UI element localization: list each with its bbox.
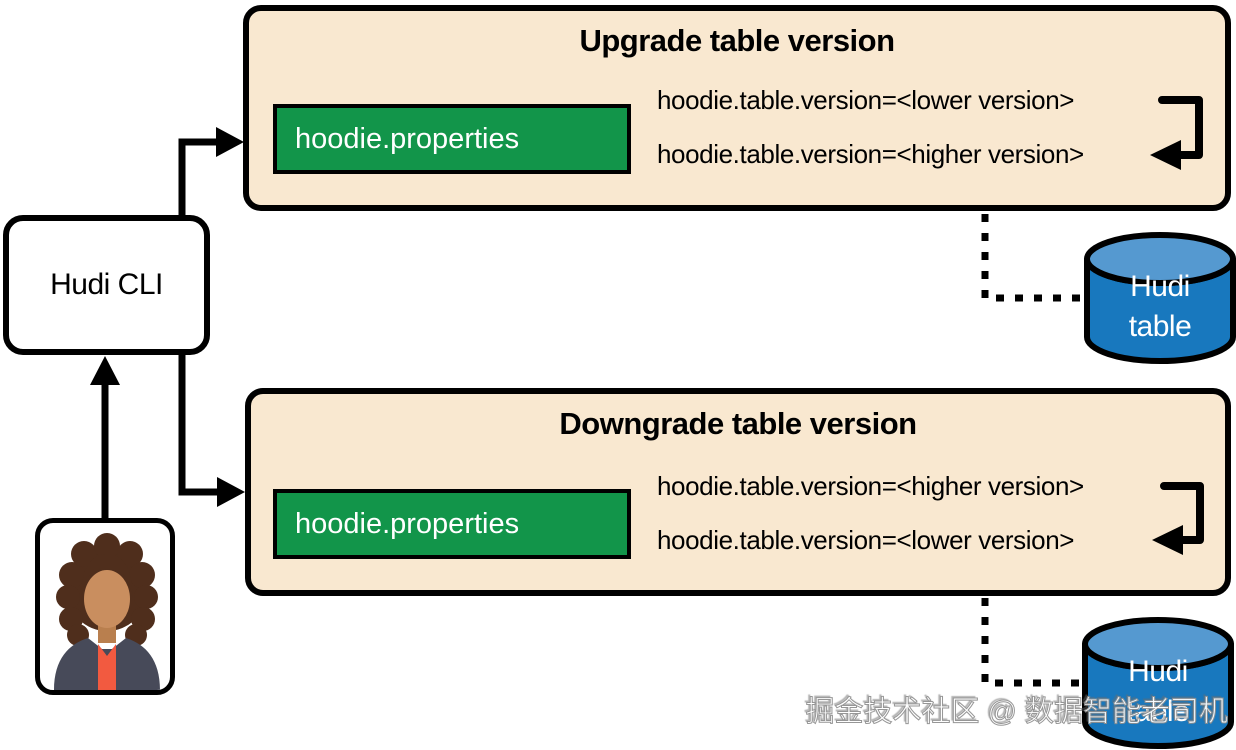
arrow-user-to-cli xyxy=(90,356,120,518)
hudi-cli-box: Hudi CLI xyxy=(3,215,210,355)
arrow-cli-to-upgrade xyxy=(178,127,244,215)
dotted-connector-upgrade xyxy=(981,214,1084,302)
avatar-shirt xyxy=(98,644,116,690)
properties-file-label: hoodie.properties xyxy=(295,508,520,540)
config-line-higher-to: hoodie.table.version=<higher version> xyxy=(657,139,1084,169)
hudi-table-label-line2: table xyxy=(1128,310,1192,343)
avatar-hair-fringe xyxy=(81,554,133,601)
downgrade-panel-title: Downgrade table version xyxy=(559,406,917,441)
hudi-table-label-top: Hudi table xyxy=(1087,267,1233,347)
user-avatar xyxy=(35,518,175,695)
properties-file-box-downgrade: hoodie.properties xyxy=(273,489,631,559)
hudi-table-label-line1: Hudi xyxy=(1130,270,1190,303)
hudi-table-label-line1: Hudi xyxy=(1128,655,1188,688)
properties-file-label: hoodie.properties xyxy=(295,123,520,155)
downgrade-panel: Downgrade table version hoodie.propertie… xyxy=(245,388,1231,596)
avatar-face xyxy=(84,570,130,628)
upgrade-panel: Upgrade table version hoodie.properties … xyxy=(243,5,1231,211)
upgrade-panel-title: Upgrade table version xyxy=(579,23,895,58)
watermark: 掘金技术社区 @ 数据智能老司机 xyxy=(805,696,1229,728)
properties-file-box-upgrade: hoodie.properties xyxy=(273,104,631,174)
arrow-cli-to-downgrade xyxy=(178,355,245,507)
dotted-connector-downgrade xyxy=(981,598,1084,687)
config-line-lower-from: hoodie.table.version=<lower version> xyxy=(657,525,1075,555)
config-line-lower-to: hoodie.table.version=<lower version> xyxy=(657,85,1075,115)
config-line-higher-from: hoodie.table.version=<higher version> xyxy=(657,471,1084,501)
person-icon xyxy=(54,533,160,690)
hudi-cli-label: Hudi CLI xyxy=(50,268,163,301)
